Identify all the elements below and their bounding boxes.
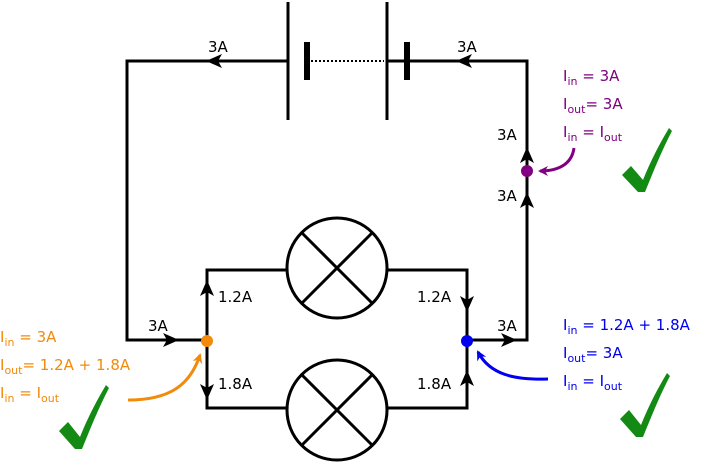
annotation-left-out: Iout= 1.2A + 1.8A bbox=[0, 356, 131, 377]
current-label-right-upper: 3A bbox=[497, 126, 518, 144]
current-label-lamp1-right: 1.2A bbox=[417, 288, 452, 306]
annotation-top-right: Iin = 3A Iout= 3A Iin = Iout bbox=[563, 67, 623, 144]
current-label-left-junction-in: 3A bbox=[148, 317, 169, 335]
wire-upper-branch-right bbox=[385, 268, 469, 342]
lamp-lower bbox=[285, 358, 389, 462]
current-label-battery-left: 3A bbox=[208, 38, 229, 56]
junction-dot-right bbox=[461, 335, 473, 347]
wire-top-right bbox=[385, 59, 529, 250]
arrow-lamp2-left bbox=[200, 384, 214, 400]
arrow-battery-right bbox=[456, 54, 472, 68]
annotation-left: Iin = 3A Iout= 1.2A + 1.8A Iin = Iout bbox=[0, 328, 131, 405]
pointer-arrow-right bbox=[476, 350, 549, 381]
arrow-right-upper bbox=[520, 147, 534, 163]
wire-lower-branch-right bbox=[385, 338, 469, 410]
wire-lower-branch bbox=[205, 338, 290, 410]
check-icon bbox=[620, 373, 670, 437]
arrow-right-lower bbox=[520, 192, 534, 208]
junction-dot-top-right bbox=[521, 165, 533, 177]
current-label-right-junction-out: 3A bbox=[497, 317, 518, 335]
wire-upper-branch bbox=[205, 268, 290, 342]
arrow-battery-left bbox=[206, 54, 222, 68]
annotation-top-right-out: Iout= 3A bbox=[563, 95, 623, 116]
current-label-battery-right: 3A bbox=[457, 38, 478, 56]
annotation-right-equation: Iin = Iout bbox=[563, 372, 623, 393]
annotation-right-in: Iin = 1.2A + 1.8A bbox=[563, 316, 691, 337]
junction-dot-left bbox=[201, 335, 213, 347]
annotation-left-equation: Iin = Iout bbox=[0, 384, 60, 405]
current-label-right-lower: 3A bbox=[497, 187, 518, 205]
arrow-lamp2-right bbox=[460, 370, 474, 386]
current-labels: 3A 3A 3A 3A 1.2A 1.2A 1.8A 1.8A 3A 3A bbox=[148, 38, 518, 393]
current-label-lamp2-left: 1.8A bbox=[218, 375, 253, 393]
current-label-lamp1-left: 1.2A bbox=[218, 288, 253, 306]
current-arrowheads bbox=[163, 54, 534, 400]
arrow-lamp1-right bbox=[460, 296, 474, 312]
annotation-top-right-in: Iin = 3A bbox=[563, 67, 620, 88]
check-icon bbox=[622, 128, 672, 192]
wire-right-return bbox=[465, 246, 529, 342]
battery bbox=[286, 2, 410, 120]
arrow-right-junction-out bbox=[501, 333, 517, 347]
check-icon bbox=[59, 385, 109, 449]
pointer-arrow-top-right bbox=[538, 147, 576, 176]
current-label-lamp2-right: 1.8A bbox=[417, 375, 452, 393]
arrow-left-junction-in bbox=[163, 333, 179, 347]
pointer-arrow-left bbox=[127, 353, 203, 402]
annotation-left-in: Iin = 3A bbox=[0, 328, 57, 349]
arrow-lamp1-left bbox=[200, 280, 214, 296]
annotation-right-out: Iout= 3A bbox=[563, 344, 623, 365]
annotation-right: Iin = 1.2A + 1.8A Iout= 3A Iin = Iout bbox=[563, 316, 691, 393]
annotation-top-right-equation: Iin = Iout bbox=[563, 123, 623, 144]
lamp-upper bbox=[285, 216, 389, 320]
